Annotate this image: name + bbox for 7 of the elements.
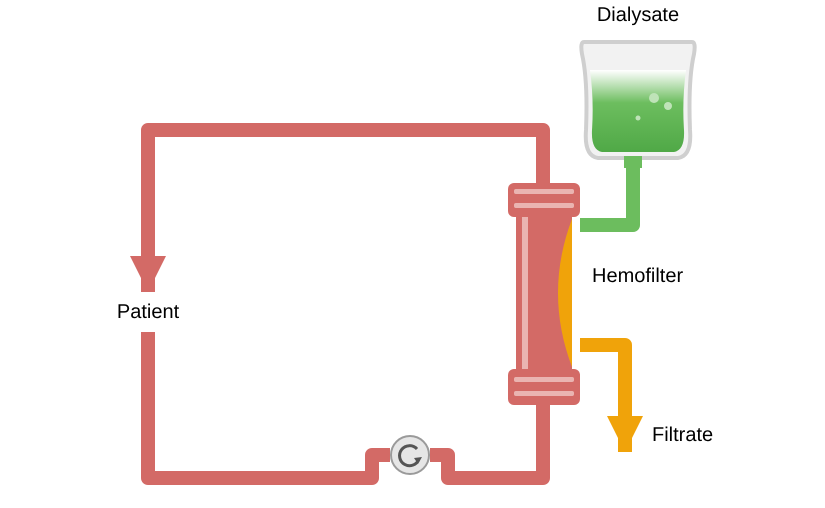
flow-arrow [130,123,550,292]
tube-line [430,405,550,485]
tube-line [580,168,640,232]
filter-label: Hemofilter [592,264,684,289]
bag-label: Dialysate [596,3,680,28]
tube-line [141,332,390,485]
patient-label: Patient [116,300,180,325]
